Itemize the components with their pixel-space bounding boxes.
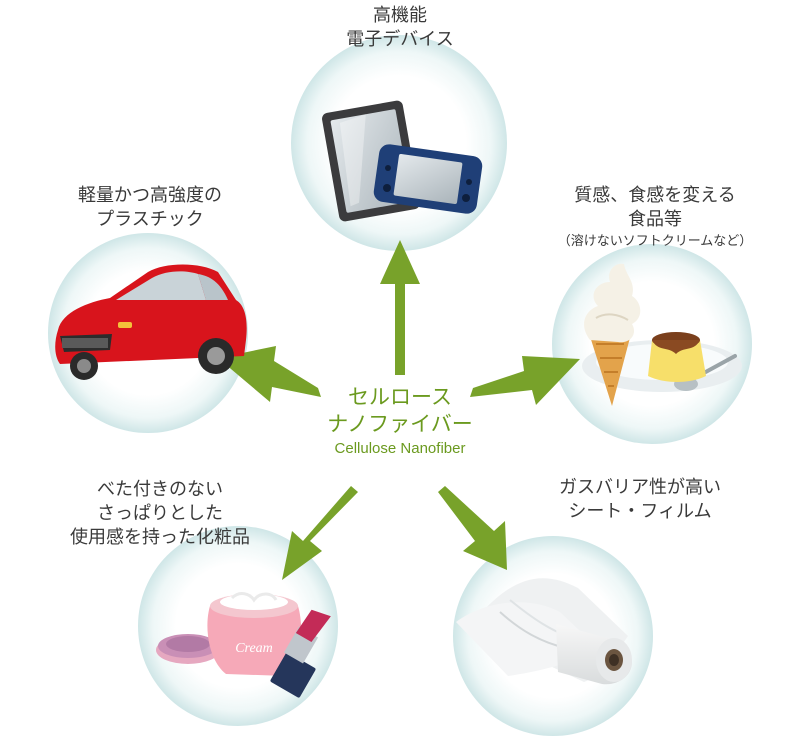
label-plastic-line2: プラスチック — [96, 209, 204, 230]
label-food-note: （溶けないソフトクリームなど） — [557, 234, 753, 249]
label-plastic: 軽量かつ高強度の プラスチック — [30, 184, 270, 232]
cream-jar-label: Cream — [235, 641, 273, 656]
label-cosmetics: べた付きのない さっぱりとした 使用感を持った化粧品 — [40, 478, 280, 550]
label-electronics-line2: 電子デバイス — [346, 29, 454, 50]
label-food: 質感、食感を変える 食品等 （溶けないソフトクリームなど） — [520, 184, 790, 252]
label-plastic-line1: 軽量かつ高強度の — [78, 185, 222, 206]
label-food-line1: 質感、食感を変える — [574, 185, 736, 206]
arrow-down-left — [282, 486, 358, 580]
arrow-up — [380, 240, 420, 375]
label-food-line2: 食品等 — [628, 209, 682, 230]
pudding-icon — [648, 332, 706, 382]
label-cosmetics-line1: べた付きのない — [97, 479, 223, 500]
center-title-line1: セルロース — [348, 385, 452, 409]
label-film-line1: ガスバリア性が高い — [559, 477, 721, 498]
compact-powder-icon — [156, 634, 220, 664]
label-film: ガスバリア性が高い シート・フィルム — [520, 476, 760, 524]
center-title-line2: ナノファイバー — [327, 412, 473, 436]
label-electronics: 高機能 電子デバイス — [300, 4, 500, 52]
cream-jar-icon: Cream — [207, 592, 302, 676]
arrow-right — [470, 356, 580, 405]
film-roll-icon — [456, 578, 632, 685]
center-title: セルロース ナノファイバー Cellulose Nanofiber — [300, 384, 500, 460]
arrow-left — [218, 346, 321, 402]
lipstick-icon — [270, 609, 331, 698]
label-cosmetics-line2: さっぱりとした — [97, 503, 223, 524]
label-cosmetics-line3: 使用感を持った化粧品 — [70, 527, 250, 548]
handheld-console-icon — [373, 144, 483, 214]
arrow-down-right — [438, 486, 507, 570]
label-electronics-line1: 高機能 — [373, 5, 427, 26]
car-icon — [55, 264, 247, 380]
label-film-line2: シート・フィルム — [568, 501, 712, 522]
soft-serve-icon — [584, 263, 641, 406]
center-title-english: Cellulose Nanofiber — [334, 440, 466, 457]
